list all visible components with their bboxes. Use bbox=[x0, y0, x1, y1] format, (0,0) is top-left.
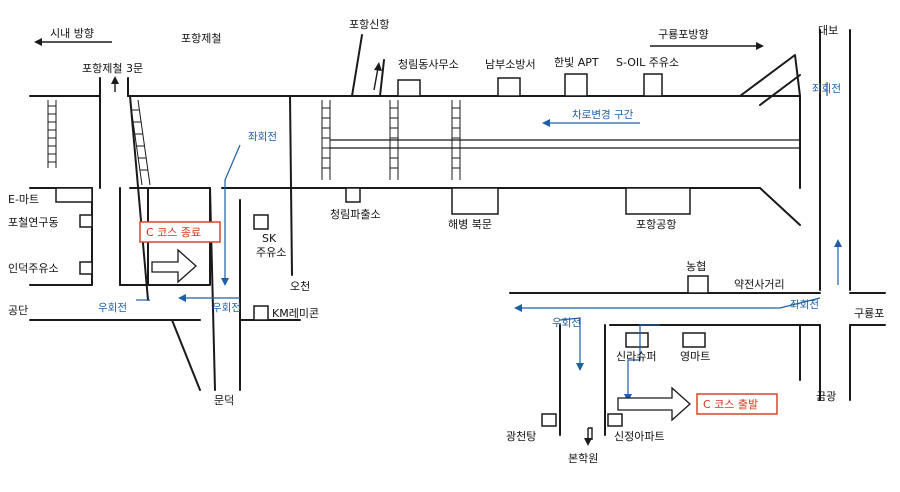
label-right-turn-3: 우회전 bbox=[552, 317, 581, 329]
label-cheongrim-office: 청림동사무소 bbox=[398, 58, 459, 71]
label-km-remicon: KM레미콘 bbox=[272, 307, 319, 320]
place-labels: 시내 방향 포항제철 포항제철 3문 포항신항 청림동사무소 남부소방서 한빛 … bbox=[8, 18, 884, 465]
label-guryongpo: 구룡포 bbox=[854, 307, 884, 320]
turn-arrows bbox=[136, 82, 842, 402]
label-geumgwang: 금광 bbox=[816, 390, 836, 403]
label-yakjeon-intersection: 약전사거리 bbox=[734, 277, 785, 291]
label-hanbit-apt: 한빛 APT bbox=[554, 56, 599, 69]
label-right-turn-1: 우회전 bbox=[98, 302, 127, 314]
course-end-marker: C 코스 종료 bbox=[139, 221, 221, 243]
course-start-arrow bbox=[617, 386, 691, 422]
label-indeok-station: 인덕주유소 bbox=[8, 262, 59, 275]
label-left-turn-1: 좌회전 bbox=[248, 131, 277, 143]
label-new-port: 포항신항 bbox=[349, 18, 389, 31]
course-start-label: C 코스 출발 bbox=[703, 398, 758, 411]
course-end-arrow bbox=[151, 248, 197, 284]
label-guryongpo-direction: 구룡포방향 bbox=[658, 28, 709, 41]
label-cheongrim-police: 청림파출소 bbox=[330, 208, 381, 221]
label-soil-station: S-OIL 주유소 bbox=[616, 56, 679, 69]
label-posco-gate3: 포항제철 3문 bbox=[82, 62, 143, 75]
direction-arrows bbox=[34, 38, 764, 446]
label-shinjeong-apt: 신정아파트 bbox=[614, 430, 665, 443]
course-start-marker: C 코스 출발 bbox=[696, 393, 778, 415]
label-south-fire: 남부소방서 bbox=[485, 58, 536, 71]
crosswalks bbox=[47, 99, 461, 186]
label-gongdan: 공단 bbox=[8, 304, 28, 317]
label-sk-station: 주유소 bbox=[256, 246, 286, 259]
buildings bbox=[55, 73, 709, 427]
label-daebo: 대보 bbox=[818, 24, 838, 37]
label-city-direction: 시내 방향 bbox=[50, 27, 94, 40]
label-steel-lab: 포철연구동 bbox=[8, 216, 59, 229]
label-bonhakwon: 본학원 bbox=[568, 452, 598, 465]
label-gwangcheontang: 광천탕 bbox=[506, 429, 536, 443]
course-end-label: C 코스 종료 bbox=[146, 226, 201, 239]
label-left-turn-2: 좌회전 bbox=[812, 83, 841, 95]
label-lane-change: 차로변경 구간 bbox=[572, 108, 634, 121]
label-pohang-airport: 포항공항 bbox=[636, 218, 676, 231]
label-posco: 포항제철 bbox=[181, 32, 221, 45]
label-sk: SK bbox=[262, 232, 277, 245]
label-emart: E-마트 bbox=[8, 193, 39, 206]
turn-labels: 차로변경 구간 좌회전 좌회전 좌회전 우회전 우회전 우회전 bbox=[98, 83, 841, 329]
label-marine-north-gate: 해병 북문 bbox=[448, 217, 492, 231]
label-youngmart: 영마트 bbox=[680, 350, 710, 363]
main-road-network bbox=[29, 29, 851, 391]
label-ocheon: 오천 bbox=[290, 279, 310, 293]
label-silla-super: 신라슈퍼 bbox=[616, 350, 656, 363]
label-right-turn-2: 우회전 bbox=[212, 302, 241, 314]
label-nonghyup: 농협 bbox=[686, 260, 706, 273]
label-left-turn-3: 좌회전 bbox=[790, 299, 819, 311]
label-mundeok: 문덕 bbox=[214, 394, 234, 407]
